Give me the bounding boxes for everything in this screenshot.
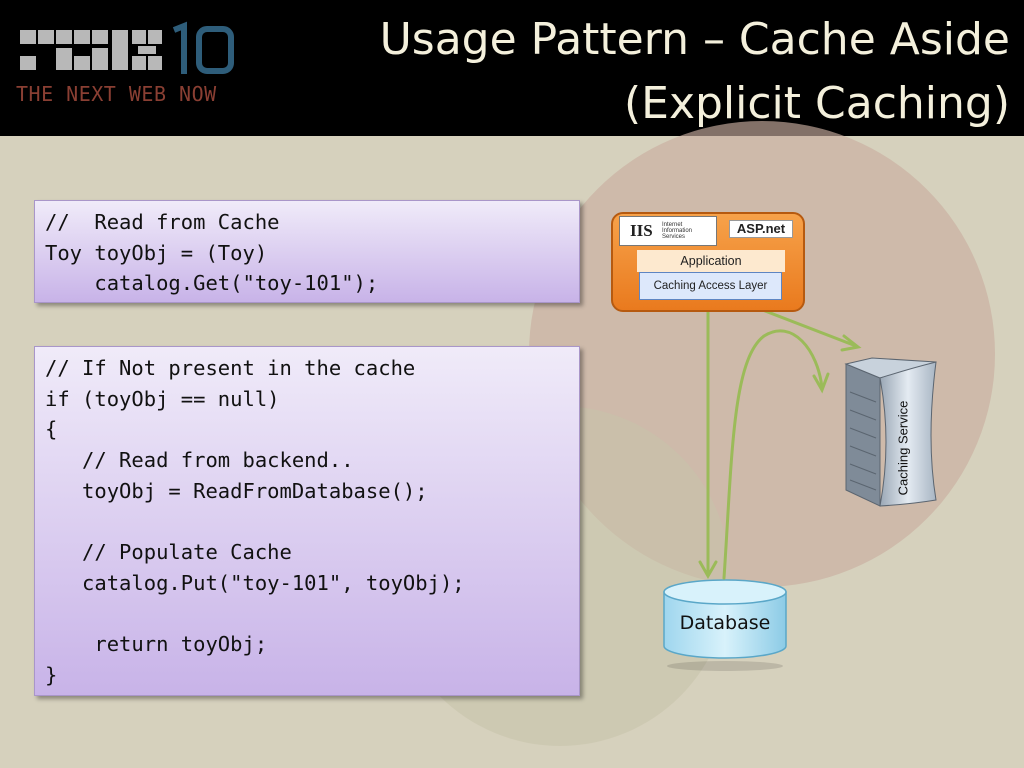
code-line: // If Not present in the cache — [45, 356, 416, 380]
code-line: return toyObj; — [45, 632, 268, 657]
code-line: // Read from backend.. — [45, 448, 354, 473]
code-line: toyObj = ReadFromDatabase(); — [45, 478, 428, 503]
code-line: catalog.Get("toy-101"); — [45, 271, 379, 296]
caching-access-layer-label: Caching Access Layer — [639, 272, 782, 300]
code-line: { — [45, 417, 58, 442]
mix10-logo — [20, 21, 234, 74]
database-cylinder — [663, 579, 787, 671]
code-line: // Populate Cache — [45, 540, 292, 565]
code-line: catalog.Put("toy-101", toyObj); — [45, 570, 465, 595]
code-line: Toy toyObj = (Toy) — [45, 240, 268, 265]
code-block-cache-miss: // If Not present in the cache if (toyOb… — [34, 346, 580, 696]
code-block-read-cache: // Read from Cache Toy toyObj = (Toy) ca… — [34, 200, 580, 303]
iis-logo: IIS Internet Information Services — [619, 216, 717, 246]
code-line: // Read from Cache — [45, 210, 280, 234]
application-server-box: IIS Internet Information Services ASP.ne… — [611, 212, 805, 312]
slide-title: Usage Pattern – Cache Aside (Explicit Ca… — [290, 8, 1010, 136]
code-line: if (toyObj == null) — [45, 386, 280, 411]
database-label: Database — [679, 612, 771, 634]
caching-service-server — [844, 357, 937, 507]
application-label: Application — [637, 250, 785, 272]
flow-arrows — [698, 300, 862, 580]
header-bar: THE NEXT WEB NOW Usage Pattern – Cache A… — [0, 0, 1024, 136]
code-line: } — [45, 662, 58, 687]
logo-tagline: THE NEXT WEB NOW — [16, 82, 217, 106]
title-line-1: Usage Pattern – Cache Aside — [379, 14, 1010, 65]
aspnet-logo: ASP.net — [729, 220, 793, 238]
title-line-2: (Explicit Caching) — [623, 78, 1010, 129]
caching-service-label: Caching Service — [895, 400, 911, 496]
